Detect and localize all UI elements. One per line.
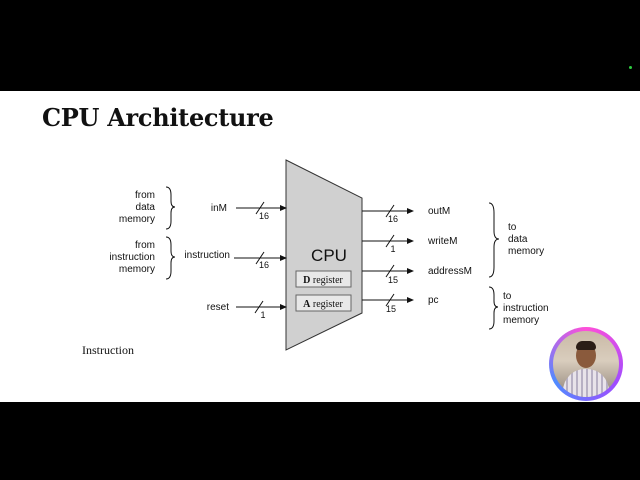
- presenter-webcam: [549, 327, 623, 401]
- input-reset-label: reset: [207, 302, 229, 313]
- dest-brace: [488, 286, 499, 330]
- slide: CPU Architecture CPU D register A regist…: [0, 91, 640, 402]
- source-line: instruction: [109, 252, 155, 263]
- source-data-memory: from data memory: [119, 186, 176, 230]
- input-inM-label: inM: [211, 203, 227, 214]
- source-brace: [165, 236, 176, 280]
- dest-instruction-memory: to instruction memory: [488, 286, 549, 330]
- a-register-label: A register: [303, 299, 343, 310]
- source-line: from: [135, 240, 155, 251]
- source-line: data: [136, 202, 156, 213]
- output-pc-label: pc: [428, 295, 439, 306]
- output-outM-width: 16: [388, 214, 398, 224]
- input-inM: inM 16: [211, 201, 287, 221]
- dest-line: data: [508, 234, 528, 245]
- input-reset-width: 1: [260, 310, 265, 320]
- d-register-box: [295, 270, 352, 288]
- dest-line: memory: [503, 315, 539, 326]
- cpu-diagram: CPU D register A register inM 16 instruc…: [109, 159, 549, 351]
- bottom-bar: [0, 402, 640, 480]
- source-line: memory: [119, 214, 155, 225]
- output-writeM-width: 1: [390, 244, 395, 254]
- input-instruction: instruction 16: [184, 250, 287, 270]
- d-register-label: D register: [303, 275, 343, 286]
- output-addressM-label: addressM: [428, 266, 472, 277]
- output-pc-width: 15: [386, 304, 396, 314]
- top-bar: [0, 0, 640, 91]
- output-outM-label: outM: [428, 206, 450, 217]
- dest-brace: [488, 202, 500, 278]
- input-instruction-width: 16: [259, 260, 269, 270]
- presenter-hair: [576, 341, 596, 350]
- dest-line: memory: [508, 246, 544, 257]
- dest-line: to: [503, 291, 512, 302]
- dest-line: instruction: [503, 303, 549, 314]
- input-reset: reset 1: [207, 300, 287, 320]
- source-instruction-memory: from instruction memory: [109, 236, 176, 280]
- output-pc: pc 15: [362, 293, 439, 314]
- a-register-box: [295, 294, 352, 312]
- slide-title: CPU Architecture: [42, 103, 274, 132]
- output-addressM: addressM 15: [362, 264, 472, 285]
- output-writeM: writeM 1: [362, 234, 457, 254]
- input-instruction-label: instruction: [184, 250, 230, 261]
- instruction-footer-label: Instruction: [82, 343, 134, 357]
- output-outM: outM 16: [362, 204, 450, 224]
- source-line: from: [135, 190, 155, 201]
- dest-line: to: [508, 222, 517, 233]
- source-brace: [165, 186, 176, 230]
- source-line: memory: [119, 264, 155, 275]
- output-addressM-width: 15: [388, 275, 398, 285]
- output-writeM-label: writeM: [427, 236, 457, 247]
- input-inM-width: 16: [259, 211, 269, 221]
- presenter-torso: [563, 369, 609, 397]
- status-dot: [629, 66, 632, 69]
- webcam-video: [553, 331, 619, 397]
- dest-data-memory: to data memory: [488, 202, 544, 278]
- cpu-label: CPU: [311, 246, 347, 265]
